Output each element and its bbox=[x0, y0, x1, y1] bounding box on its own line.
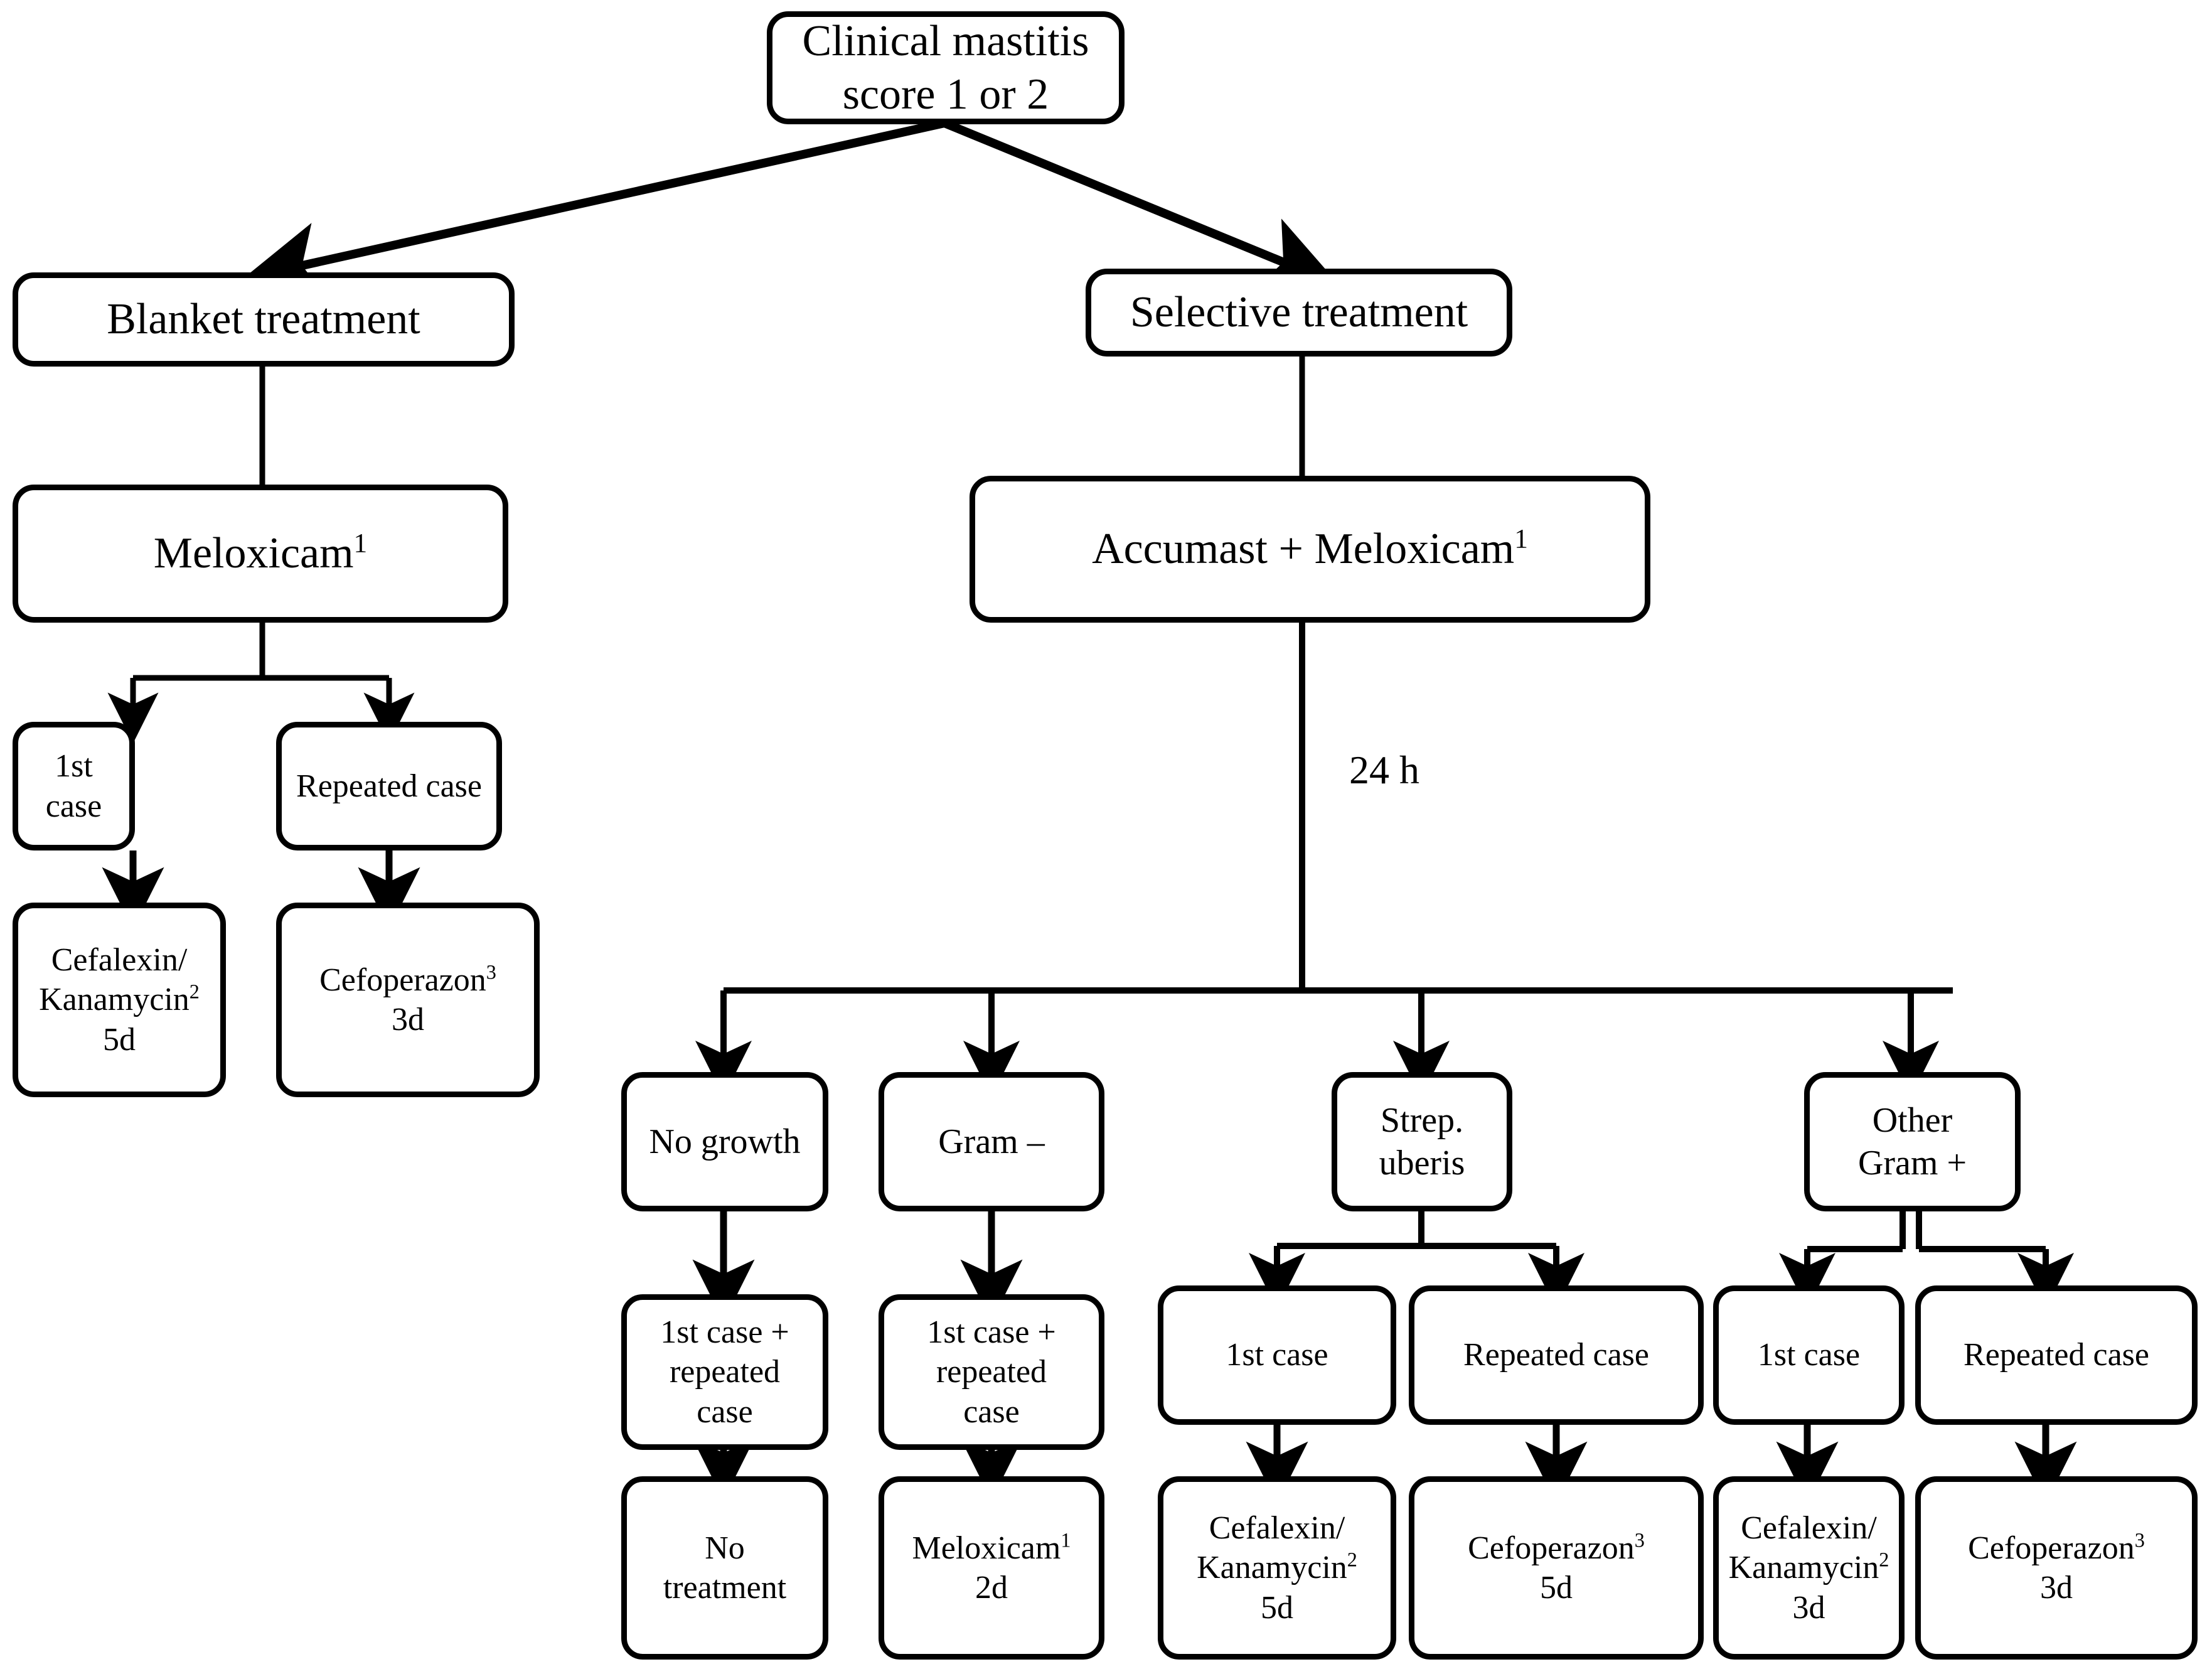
node-othergram-repeat-tx[interactable]: Cefoperazon3 3d bbox=[1915, 1476, 2198, 1660]
gramneg-case-l1: 1st case + bbox=[927, 1314, 1056, 1350]
nogrowth-case-l3: case bbox=[697, 1393, 753, 1430]
strep-first-case-label: 1st case bbox=[1226, 1337, 1328, 1373]
strep-repeated-case-label: Repeated case bbox=[1463, 1337, 1649, 1373]
blanket-repeat-tx-l2: 3d bbox=[392, 1002, 424, 1038]
node-result-gram-negative[interactable]: Gram – bbox=[879, 1072, 1104, 1211]
othergram-first-tx-l1: Cefalexin/ bbox=[1741, 1510, 1877, 1546]
blanket-first-tx-l1: Cefalexin/ bbox=[51, 942, 188, 978]
result-strep-l1: Strep. bbox=[1380, 1100, 1464, 1140]
accumast-footnote: 1 bbox=[1514, 523, 1528, 554]
selective-label: Selective treatment bbox=[1130, 288, 1468, 337]
nogrowth-case-l1: 1st case + bbox=[660, 1314, 789, 1350]
node-blanket-repeat-tx[interactable]: Cefoperazon3 3d bbox=[276, 903, 540, 1097]
result-other-l1: Other bbox=[1872, 1100, 1953, 1140]
node-othergram-first-tx[interactable]: Cefalexin/ Kanamycin2 3d bbox=[1713, 1476, 1905, 1660]
meloxicam-footnote: 1 bbox=[353, 528, 368, 559]
node-strep-first-tx[interactable]: Cefalexin/ Kanamycin2 5d bbox=[1158, 1476, 1396, 1660]
node-strep-repeated-case[interactable]: Repeated case bbox=[1409, 1285, 1704, 1425]
node-strep-repeat-tx[interactable]: Cefoperazon3 5d bbox=[1409, 1476, 1704, 1660]
nogrowth-tx-l1: No bbox=[705, 1530, 745, 1566]
edge-meloxicam-split bbox=[107, 623, 415, 744]
node-meloxicam[interactable]: Meloxicam1 bbox=[13, 485, 508, 623]
node-blanket-first-tx[interactable]: Cefalexin/ Kanamycin2 5d bbox=[13, 903, 226, 1097]
edge-strep-split bbox=[1249, 1211, 1584, 1309]
blanket-label: Blanket treatment bbox=[107, 295, 420, 344]
blanket-repeat-tx-l1: Cefoperazon bbox=[319, 962, 486, 998]
node-nogrowth-case[interactable]: 1st case + repeated case bbox=[621, 1294, 828, 1450]
othergram-first-tx-l3: 3d bbox=[1792, 1589, 1825, 1626]
result-no-growth-label: No growth bbox=[649, 1122, 801, 1161]
node-result-strep-uberis[interactable]: Strep. uberis bbox=[1332, 1072, 1512, 1211]
node-selective-treatment[interactable]: Selective treatment bbox=[1086, 269, 1512, 357]
root-line1: Clinical mastitis bbox=[802, 16, 1089, 65]
node-gramneg-case[interactable]: 1st case + repeated case bbox=[879, 1294, 1104, 1450]
node-gramneg-tx[interactable]: Meloxicam1 2d bbox=[879, 1476, 1104, 1660]
othergram-repeated-case-label: Repeated case bbox=[1964, 1337, 2149, 1373]
strep-repeat-tx-footnote: 3 bbox=[1634, 1528, 1645, 1552]
edge-root-to-selective bbox=[943, 119, 1340, 292]
result-strep-l2: uberis bbox=[1379, 1144, 1465, 1183]
blanket-repeat-tx-footnote: 3 bbox=[486, 960, 496, 984]
edge-root-to-blanket bbox=[243, 119, 946, 301]
edge-accumast-to-culture-bus bbox=[695, 623, 1953, 1097]
node-accumast-meloxicam[interactable]: Accumast + Meloxicam1 bbox=[970, 476, 1650, 623]
node-nogrowth-tx[interactable]: No treatment bbox=[621, 1476, 828, 1660]
blanket-repeated-case-label: Repeated case bbox=[296, 768, 482, 804]
gramneg-case-l2: repeated bbox=[936, 1354, 1047, 1390]
othergram-first-case-label: 1st case bbox=[1757, 1337, 1861, 1373]
othergram-repeat-tx-footnote: 3 bbox=[2134, 1528, 2145, 1552]
node-strep-first-case[interactable]: 1st case bbox=[1158, 1285, 1396, 1425]
edge-label-24h: 24 h bbox=[1349, 748, 1419, 792]
othergram-first-tx-footnote: 2 bbox=[1879, 1548, 1889, 1571]
root-line2: score 1 or 2 bbox=[842, 70, 1049, 119]
node-clinical-mastitis[interactable]: Clinical mastitis score 1 or 2 bbox=[767, 11, 1125, 124]
node-result-other-gram-positive[interactable]: Other Gram + bbox=[1804, 1072, 2021, 1211]
gramneg-case-l3: case bbox=[963, 1393, 1020, 1430]
strep-first-tx-l3: 5d bbox=[1261, 1589, 1293, 1626]
strep-first-tx-footnote: 2 bbox=[1347, 1548, 1357, 1571]
blanket-first-tx-l3: 5d bbox=[103, 1021, 136, 1058]
blanket-first-tx-footnote: 2 bbox=[189, 980, 200, 1003]
othergram-first-tx-l2: Kanamycin bbox=[1728, 1550, 1879, 1586]
node-othergram-repeated-case[interactable]: Repeated case bbox=[1915, 1285, 2198, 1425]
node-blanket-treatment[interactable]: Blanket treatment bbox=[13, 272, 515, 367]
accumast-label: Accumast + Meloxicam bbox=[1092, 525, 1515, 574]
blanket-first-tx-l2: Kanamycin bbox=[39, 982, 190, 1018]
node-result-no-growth[interactable]: No growth bbox=[621, 1072, 828, 1211]
gramneg-tx-l1: Meloxicam bbox=[912, 1530, 1061, 1566]
node-blanket-repeated-case[interactable]: Repeated case bbox=[276, 722, 502, 850]
node-blanket-first-case[interactable]: 1st case bbox=[13, 722, 135, 850]
strep-first-tx-l2: Kanamycin bbox=[1197, 1550, 1347, 1586]
result-gram-negative-label: Gram – bbox=[938, 1122, 1045, 1161]
meloxicam-label: Meloxicam bbox=[153, 529, 354, 578]
strep-repeat-tx-l2: 5d bbox=[1540, 1570, 1573, 1606]
gramneg-tx-l2: 2d bbox=[975, 1570, 1008, 1606]
edge-othergram-split bbox=[1779, 1211, 2074, 1309]
nogrowth-case-l2: repeated bbox=[669, 1354, 781, 1390]
strep-repeat-tx-l1: Cefoperazon bbox=[1468, 1530, 1635, 1566]
blanket-first-case-label: 1st case bbox=[45, 748, 102, 824]
strep-first-tx-l1: Cefalexin/ bbox=[1209, 1510, 1345, 1546]
nogrowth-tx-l2: treatment bbox=[663, 1570, 787, 1606]
node-othergram-first-case[interactable]: 1st case bbox=[1713, 1285, 1905, 1425]
othergram-repeat-tx-l1: Cefoperazon bbox=[1968, 1530, 2135, 1566]
othergram-repeat-tx-l2: 3d bbox=[2040, 1570, 2073, 1606]
result-other-l2: Gram + bbox=[1857, 1144, 1967, 1183]
gramneg-tx-footnote: 1 bbox=[1061, 1528, 1071, 1552]
